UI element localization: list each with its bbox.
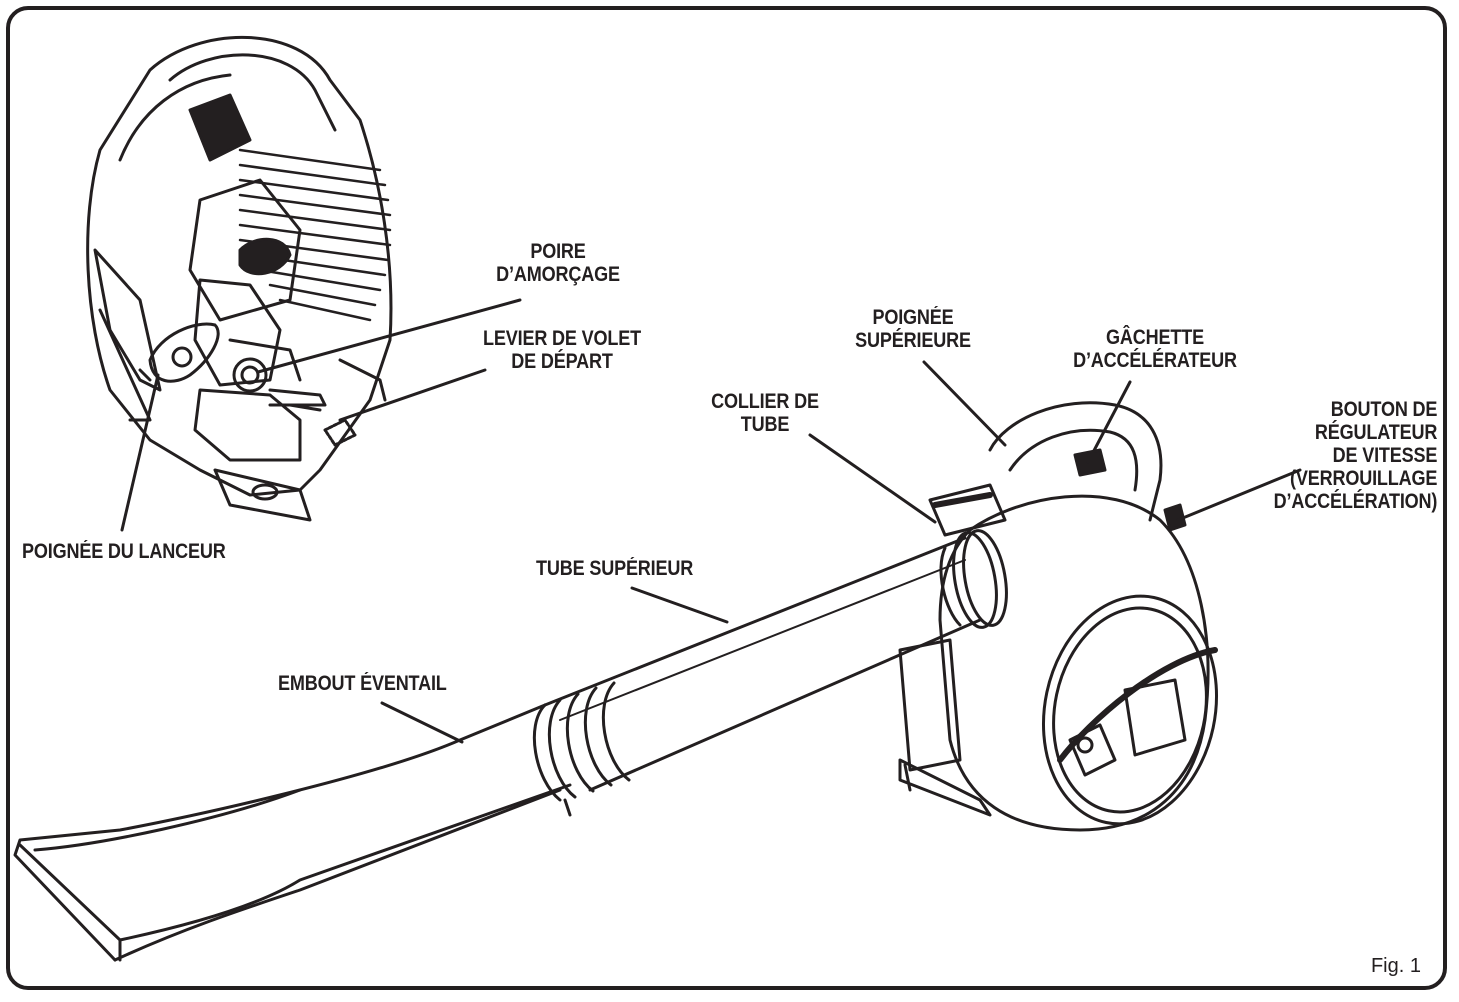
leader-primer-bulb bbox=[256, 298, 522, 374]
leader-upper-tube bbox=[630, 586, 729, 624]
figure-frame bbox=[6, 6, 1447, 990]
leader-choke-lever bbox=[338, 368, 487, 422]
label-fan-nozzle: EMBOUT ÉVENTAIL bbox=[278, 672, 447, 695]
leader-tube-collar bbox=[808, 433, 937, 524]
label-upper-tube: TUBE SUPÉRIEUR bbox=[536, 557, 694, 580]
leader-upper-handle bbox=[922, 360, 1007, 447]
label-upper-handle: POIGNÉE SUPÉRIEURE bbox=[855, 306, 971, 352]
leader-starter-handle bbox=[120, 373, 160, 532]
leader-throttle-trigger bbox=[1086, 380, 1132, 464]
leader-speed-button bbox=[1176, 468, 1302, 522]
leader-fan-nozzle bbox=[380, 701, 464, 744]
label-tube-collar: COLLIER DE TUBE bbox=[711, 390, 819, 436]
upper-tube bbox=[532, 536, 982, 802]
engine-closeup bbox=[86, 36, 393, 522]
fan-nozzle bbox=[13, 703, 572, 962]
label-speed-button: BOUTON DE RÉGULATEUR DE VITESSE (VERROUI… bbox=[1273, 398, 1437, 513]
blower-body bbox=[898, 401, 1219, 832]
label-throttle-trigger: GÂCHETTE D’ACCÉLÉRATEUR bbox=[1073, 326, 1237, 372]
figure-caption: Fig. 1 bbox=[1370, 955, 1421, 977]
label-primer-bulb: POIRE D’AMORÇAGE bbox=[496, 240, 620, 286]
label-starter-handle: POIGNÉE DU LANCEUR bbox=[22, 540, 226, 563]
label-choke-lever: LEVIER DE VOLET DE DÉPART bbox=[483, 327, 641, 373]
